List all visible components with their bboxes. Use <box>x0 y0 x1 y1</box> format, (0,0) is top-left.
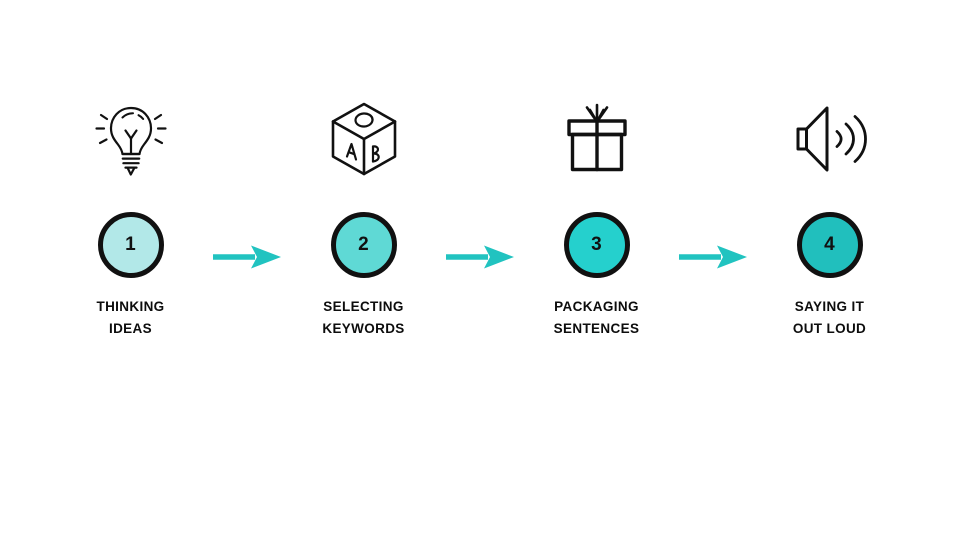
step-circle-3[interactable]: 3 <box>563 212 630 278</box>
arrow-1-to-2 <box>211 242 283 277</box>
step-circle-1[interactable]: 1 <box>97 212 164 278</box>
step-3: 3 PACKAGING SENTENCES <box>513 96 681 340</box>
step-1: 1 THINKING IDEAS <box>47 96 215 340</box>
step-label-1: THINKING IDEAS <box>96 299 165 336</box>
step-number-2: 2 <box>358 234 369 255</box>
step-label-4: SAYING IT OUT LOUD <box>792 299 867 336</box>
abc-block-icon <box>325 96 403 182</box>
steps-row: 1 THINKING IDEAS <box>0 96 960 340</box>
step-label-2: SELECTING KEYWORDS <box>322 299 405 336</box>
step-label-3: PACKAGING SENTENCES <box>553 299 640 336</box>
gift-box-icon <box>558 96 636 182</box>
step-2: 2 SELECTING KEYWORDS <box>280 96 448 340</box>
connector-2 <box>446 96 514 269</box>
speaker-volume-icon <box>789 96 871 182</box>
step-number-4: 4 <box>824 234 835 255</box>
connector-3 <box>679 96 747 269</box>
arrow-3-to-4 <box>677 242 749 277</box>
step-number-3: 3 <box>591 234 602 255</box>
step-4: 4 SAYING IT OUT LOUD <box>746 96 914 340</box>
step-circle-2[interactable]: 2 <box>330 212 397 278</box>
lightbulb-icon <box>92 96 170 182</box>
arrow-2-to-3 <box>444 242 516 277</box>
step-number-1: 1 <box>125 234 136 255</box>
connector-1 <box>213 96 281 269</box>
step-circle-4[interactable]: 4 <box>796 212 863 278</box>
